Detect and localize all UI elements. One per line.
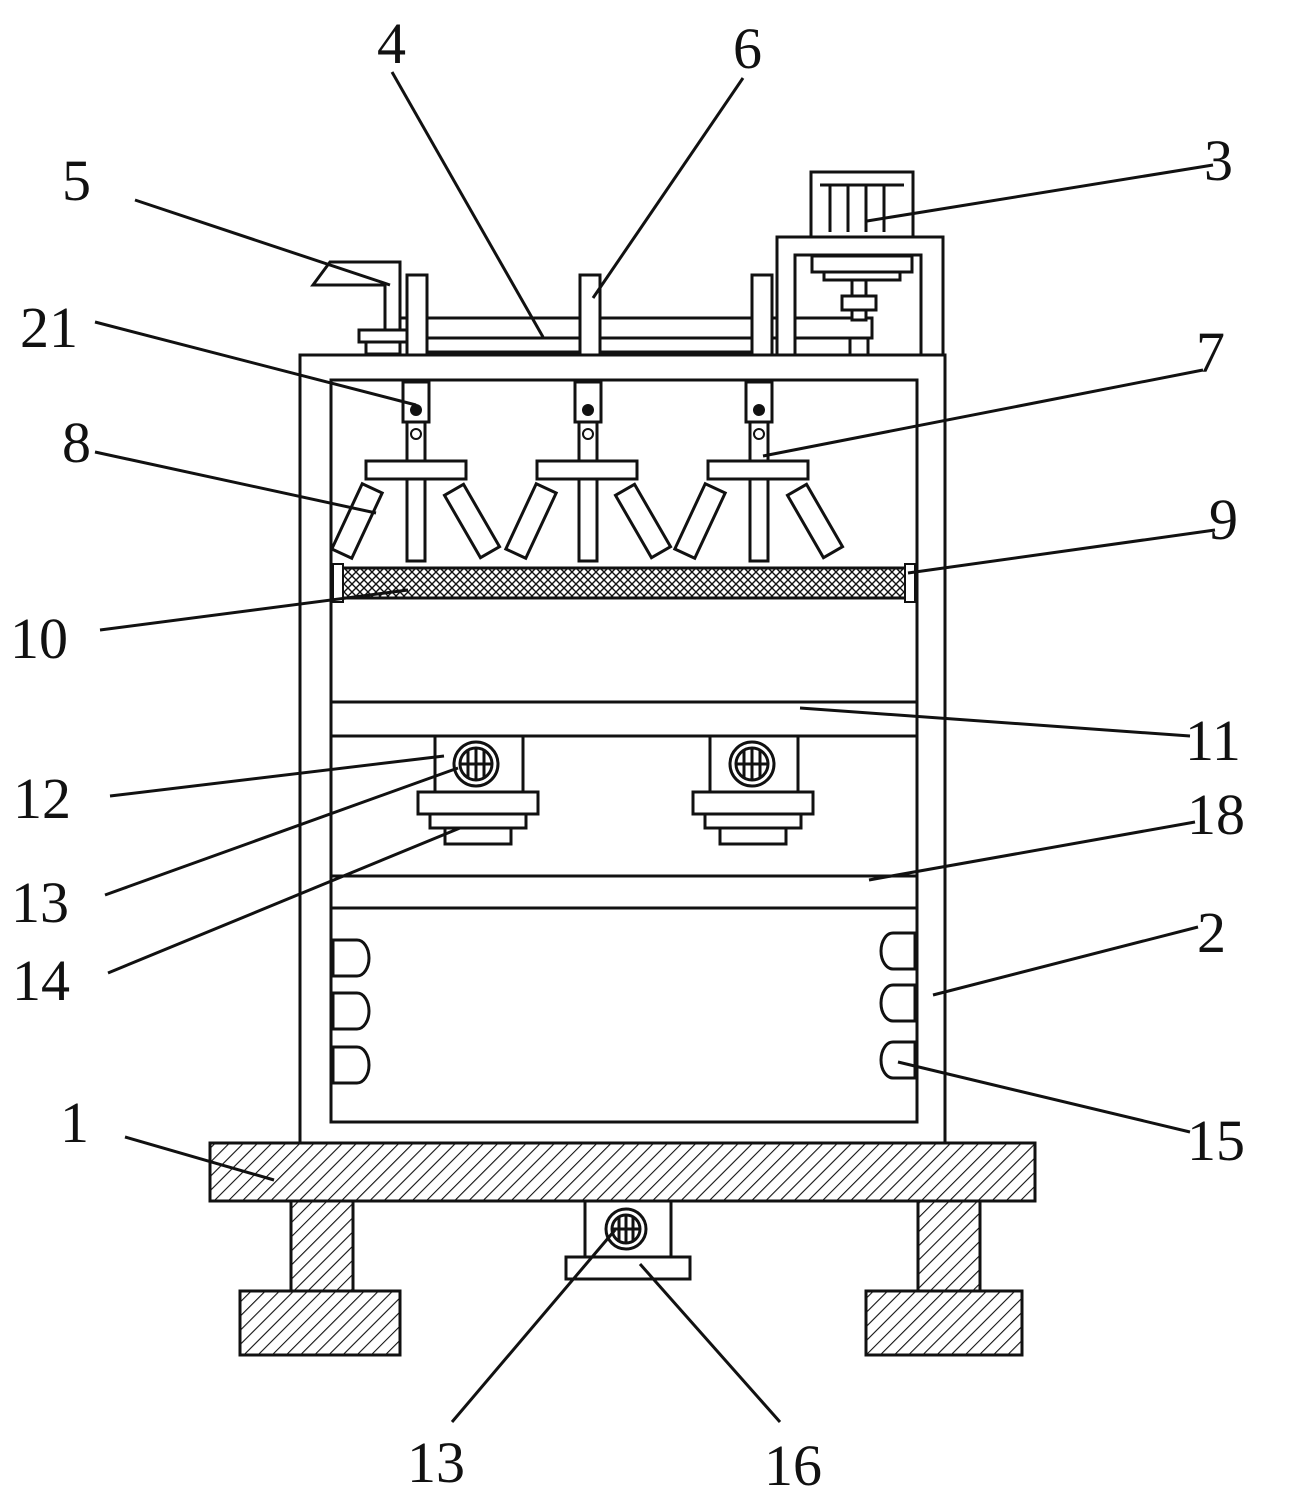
label-21: 21 [20, 295, 78, 360]
label-1: 1 [60, 1090, 89, 1155]
bottom-fan-icon [604, 1207, 648, 1251]
label-4: 4 [377, 11, 406, 76]
leader-lines [94, 71, 1216, 1423]
fan-icon-left [452, 740, 500, 788]
drive-motor [809, 170, 915, 322]
label-6: 6 [733, 16, 762, 81]
label-8: 8 [62, 410, 91, 475]
label-16: 16 [764, 1433, 822, 1498]
lamps-right [879, 931, 917, 1080]
fan-unit-left [416, 734, 540, 846]
base-plate [208, 1141, 1037, 1203]
spray-head-3 [672, 380, 845, 563]
fan-icon-right [728, 740, 776, 788]
label-7: 7 [1196, 320, 1225, 385]
bottom-motor [564, 1199, 692, 1281]
label-13-lower: 13 [407, 1430, 465, 1495]
filter-screen [332, 563, 916, 603]
top-posts [405, 273, 774, 357]
label-13-upper: 13 [11, 870, 69, 935]
reference-numerals: 4 6 3 5 21 7 8 9 10 11 12 18 13 2 14 1 1… [10, 11, 1245, 1498]
label-9: 9 [1209, 487, 1238, 552]
lamps-left [331, 938, 371, 1085]
label-12: 12 [13, 766, 71, 831]
left-leg [238, 1199, 402, 1357]
right-leg [864, 1199, 1024, 1357]
label-11: 11 [1185, 708, 1241, 773]
label-18: 18 [1187, 782, 1245, 847]
label-10: 10 [10, 606, 68, 671]
label-2: 2 [1197, 900, 1226, 965]
label-15: 15 [1187, 1108, 1245, 1173]
label-5: 5 [62, 148, 91, 213]
spray-head-2 [503, 380, 673, 563]
label-14: 14 [12, 948, 70, 1013]
fan-unit-right [691, 734, 815, 846]
spray-head-1 [329, 380, 502, 563]
label-3: 3 [1204, 128, 1233, 193]
